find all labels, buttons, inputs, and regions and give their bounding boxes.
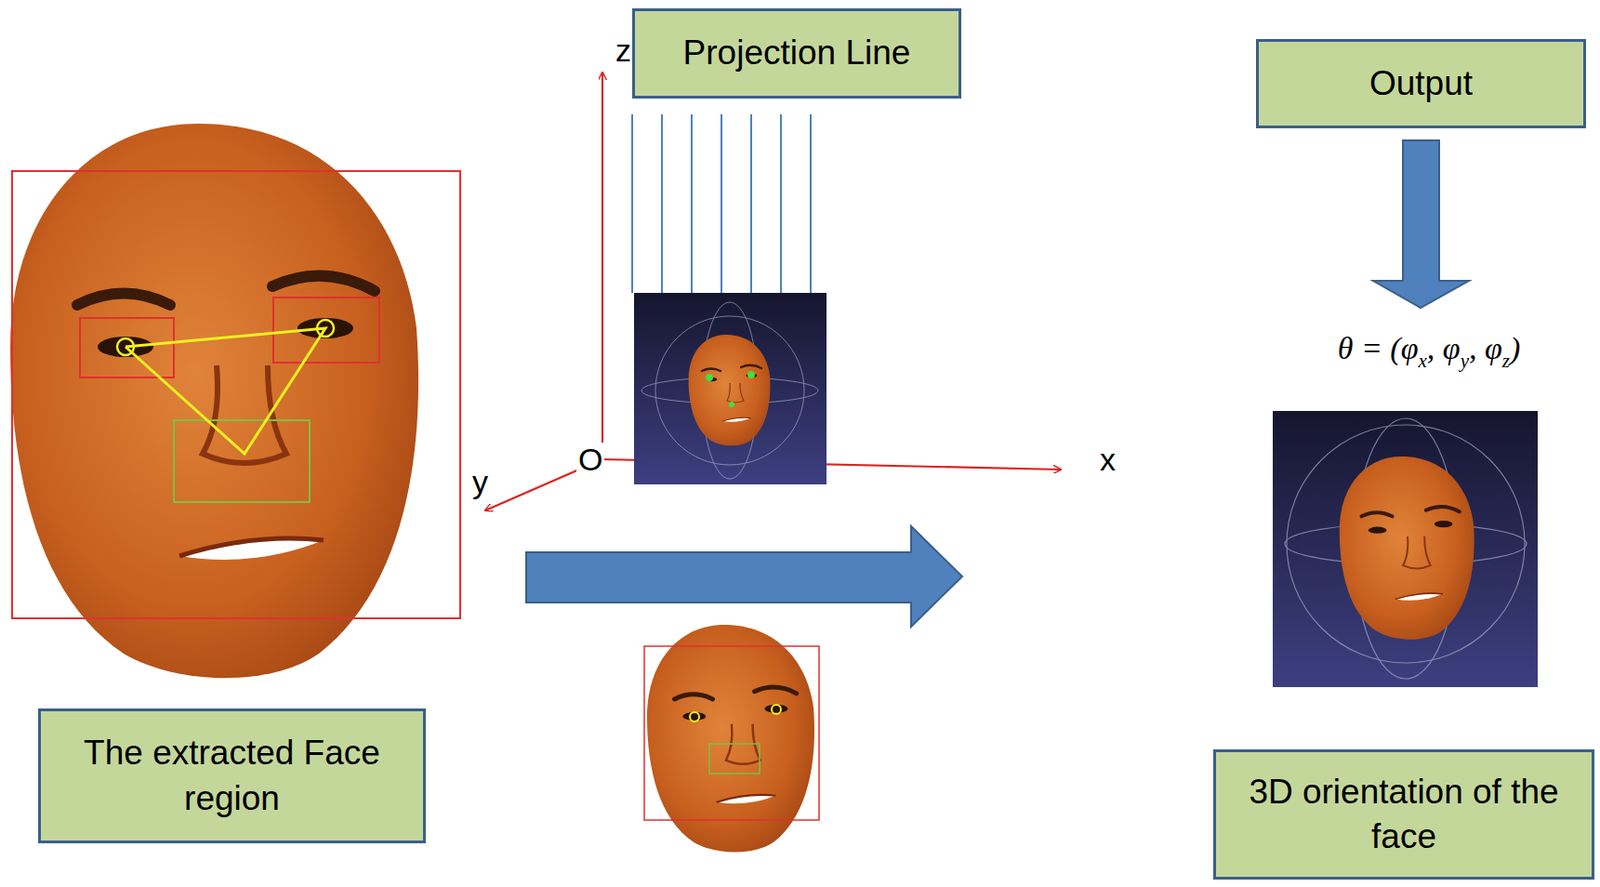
subscript: x [1417, 349, 1427, 372]
subscript: z [1502, 349, 1510, 372]
title-box: Projection Line [632, 8, 962, 99]
nose-box [173, 420, 310, 503]
projection-lines [632, 114, 811, 293]
output-arrow [1373, 140, 1469, 308]
z-axis [601, 72, 604, 460]
face-image [10, 123, 419, 678]
render-view [1272, 410, 1538, 688]
landmark-triangle [125, 328, 326, 454]
landmark [317, 319, 334, 337]
axis-label: x [1099, 442, 1116, 477]
output-box: Output [1256, 39, 1587, 129]
face-box [12, 171, 461, 619]
formula-text: , φ [1468, 330, 1503, 366]
axis-label: y [470, 464, 490, 500]
orientation-formula: θ = (φx, φy, φz) [1337, 330, 1521, 367]
caption-box: 3D orientation of the face [1213, 749, 1595, 880]
formula-text: , φ [1427, 330, 1461, 366]
box-text: The extracted Face region [53, 730, 410, 820]
caption-box: The extracted Face region [38, 708, 426, 844]
box-text: 3D orientation of the face [1229, 769, 1579, 860]
origin-label: O [576, 442, 605, 477]
formula-text: ) [1509, 330, 1521, 366]
formula-text: θ = (φ [1337, 330, 1419, 366]
landmark [117, 338, 134, 356]
box-text: Output [1369, 61, 1473, 106]
face-box [644, 646, 820, 820]
eye-box [273, 297, 380, 363]
subscript: y [1460, 349, 1469, 372]
box-text: Projection Line [683, 30, 912, 76]
axis-label: z [615, 33, 632, 68]
render-view [634, 292, 827, 485]
process-arrow [526, 526, 963, 627]
